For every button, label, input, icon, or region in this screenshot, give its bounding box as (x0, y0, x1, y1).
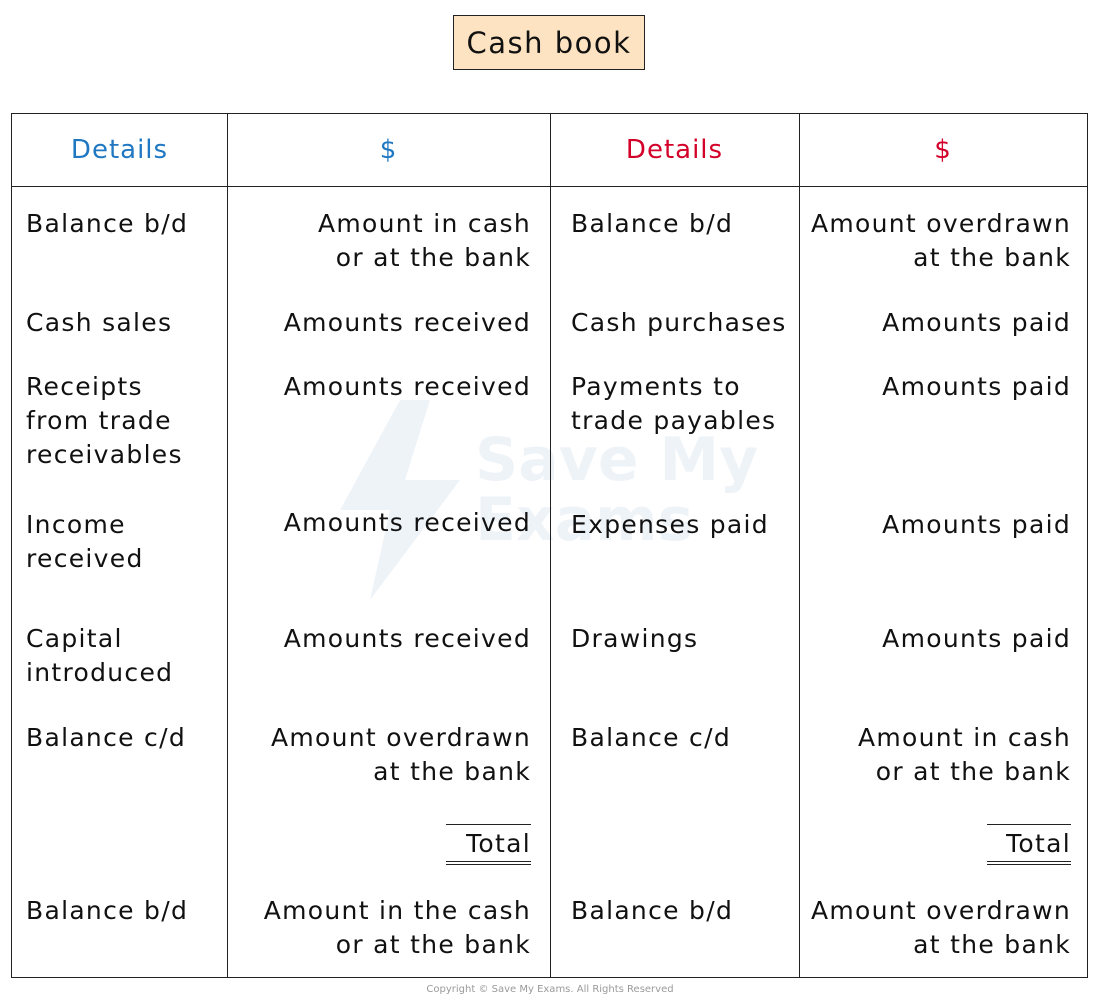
credit-amount-header: $ (934, 135, 952, 165)
debit-amount-row-8: Amount in the cash or at the bank (263, 896, 531, 959)
credit-amount-row-3: Amounts paid (882, 372, 1071, 401)
credit-details-row-8: Balance b/d (571, 896, 734, 925)
credit-details-row-4: Expenses paid (571, 510, 769, 539)
credit-details-header: Details (625, 135, 724, 165)
credit-amount-row-6: Amount in cash or at the bank (857, 723, 1071, 786)
credit-amount-row-8: Amount overdrawn at the bank (810, 896, 1071, 959)
debit-details-row-8: Balance b/d (26, 896, 189, 925)
credit-amount-row-5: Amounts paid (882, 624, 1071, 653)
credit-amount-row-4: Amounts paid (882, 510, 1071, 539)
debit-total: Total (466, 829, 531, 858)
debit-amount-row-3: Amounts received (283, 372, 531, 401)
copyright-notice: Copyright © Save My Exams. All Rights Re… (426, 984, 674, 995)
credit-details-row-5: Drawings (571, 624, 699, 653)
debit-details-row-1: Balance b/d (26, 209, 189, 238)
debit-amount-row-1: Amount in cash or at the bank (317, 209, 531, 272)
debit-total-top-rule (446, 824, 531, 825)
credit-details-row-1: Balance b/d (571, 209, 734, 238)
debit-amount-row-5: Amounts received (283, 624, 531, 653)
credit-total: Total (1006, 829, 1071, 858)
column-divider (550, 114, 551, 977)
credit-details-row-2: Cash purchases (571, 308, 787, 337)
credit-amount-row-2: Amounts paid (882, 308, 1071, 337)
debit-details-row-3: Receipts from trade receivables (26, 372, 183, 469)
cash-book-table: Details $ Details $ Balance b/d Cash sal… (11, 113, 1088, 978)
debit-details-row-4: Income received (26, 510, 144, 573)
page-title: Cash book (453, 15, 645, 70)
debit-amount-row-6: Amount overdrawn at the bank (270, 723, 531, 786)
debit-details-row-2: Cash sales (26, 308, 173, 337)
column-divider (227, 114, 228, 977)
header-divider (12, 186, 1087, 187)
debit-amount-row-2: Amounts received (283, 308, 531, 337)
column-divider (799, 114, 800, 977)
debit-details-row-5: Capital introduced (26, 624, 174, 687)
debit-amount-row-4: Amounts received (283, 508, 531, 537)
credit-total-double-rule (987, 861, 1071, 865)
credit-details-row-6: Balance c/d (571, 723, 731, 752)
debit-total-double-rule (446, 861, 531, 865)
credit-total-top-rule (987, 824, 1071, 825)
debit-details-row-6: Balance c/d (26, 723, 186, 752)
debit-details-header: Details (70, 135, 169, 165)
credit-amount-row-1: Amount overdrawn at the bank (810, 209, 1071, 272)
credit-details-row-3: Payments to trade payables (571, 372, 777, 435)
debit-amount-header: $ (379, 135, 398, 165)
